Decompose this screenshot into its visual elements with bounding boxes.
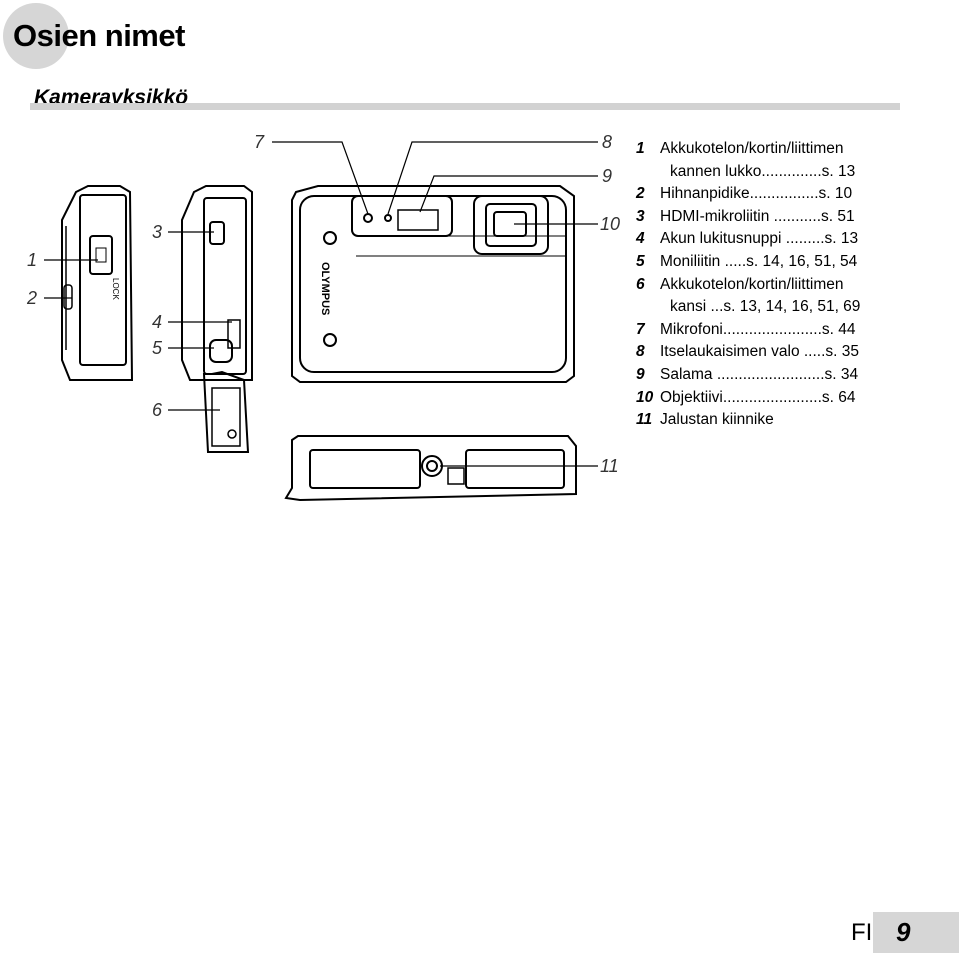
page-number: 9 <box>896 917 911 947</box>
callout-3: 3 <box>152 222 163 242</box>
page-title: Osien nimet <box>13 18 185 53</box>
callout-8: 8 <box>602 132 613 152</box>
title-circle-decoration <box>3 3 69 69</box>
callout-6: 6 <box>152 400 163 420</box>
callout-10: 10 <box>600 214 621 234</box>
camera-side-view-right <box>181 185 253 453</box>
callout-2: 2 <box>27 288 38 308</box>
legend-item: kannen lukko..............s. 13 <box>670 162 856 180</box>
lock-label: LOCK <box>111 278 120 300</box>
legend-item: kansi ...s. 13, 14, 16, 51, 69 <box>670 298 861 316</box>
footer-bar <box>873 912 959 953</box>
footer-language: FI <box>851 919 873 946</box>
camera-bottom-view <box>284 435 577 502</box>
camera-front-view <box>291 185 575 383</box>
callout-7: 7 <box>254 132 265 152</box>
camera-side-view-left <box>61 185 134 381</box>
callout-11: 11 <box>600 456 619 476</box>
subtitle-rule <box>30 103 900 110</box>
leader-lines <box>44 141 598 467</box>
callout-4: 4 <box>152 312 163 332</box>
brand-logo: OLYMPUS <box>319 262 331 315</box>
callout-1: 1 <box>27 250 38 270</box>
callout-9: 9 <box>602 166 613 186</box>
callout-5: 5 <box>152 338 163 358</box>
